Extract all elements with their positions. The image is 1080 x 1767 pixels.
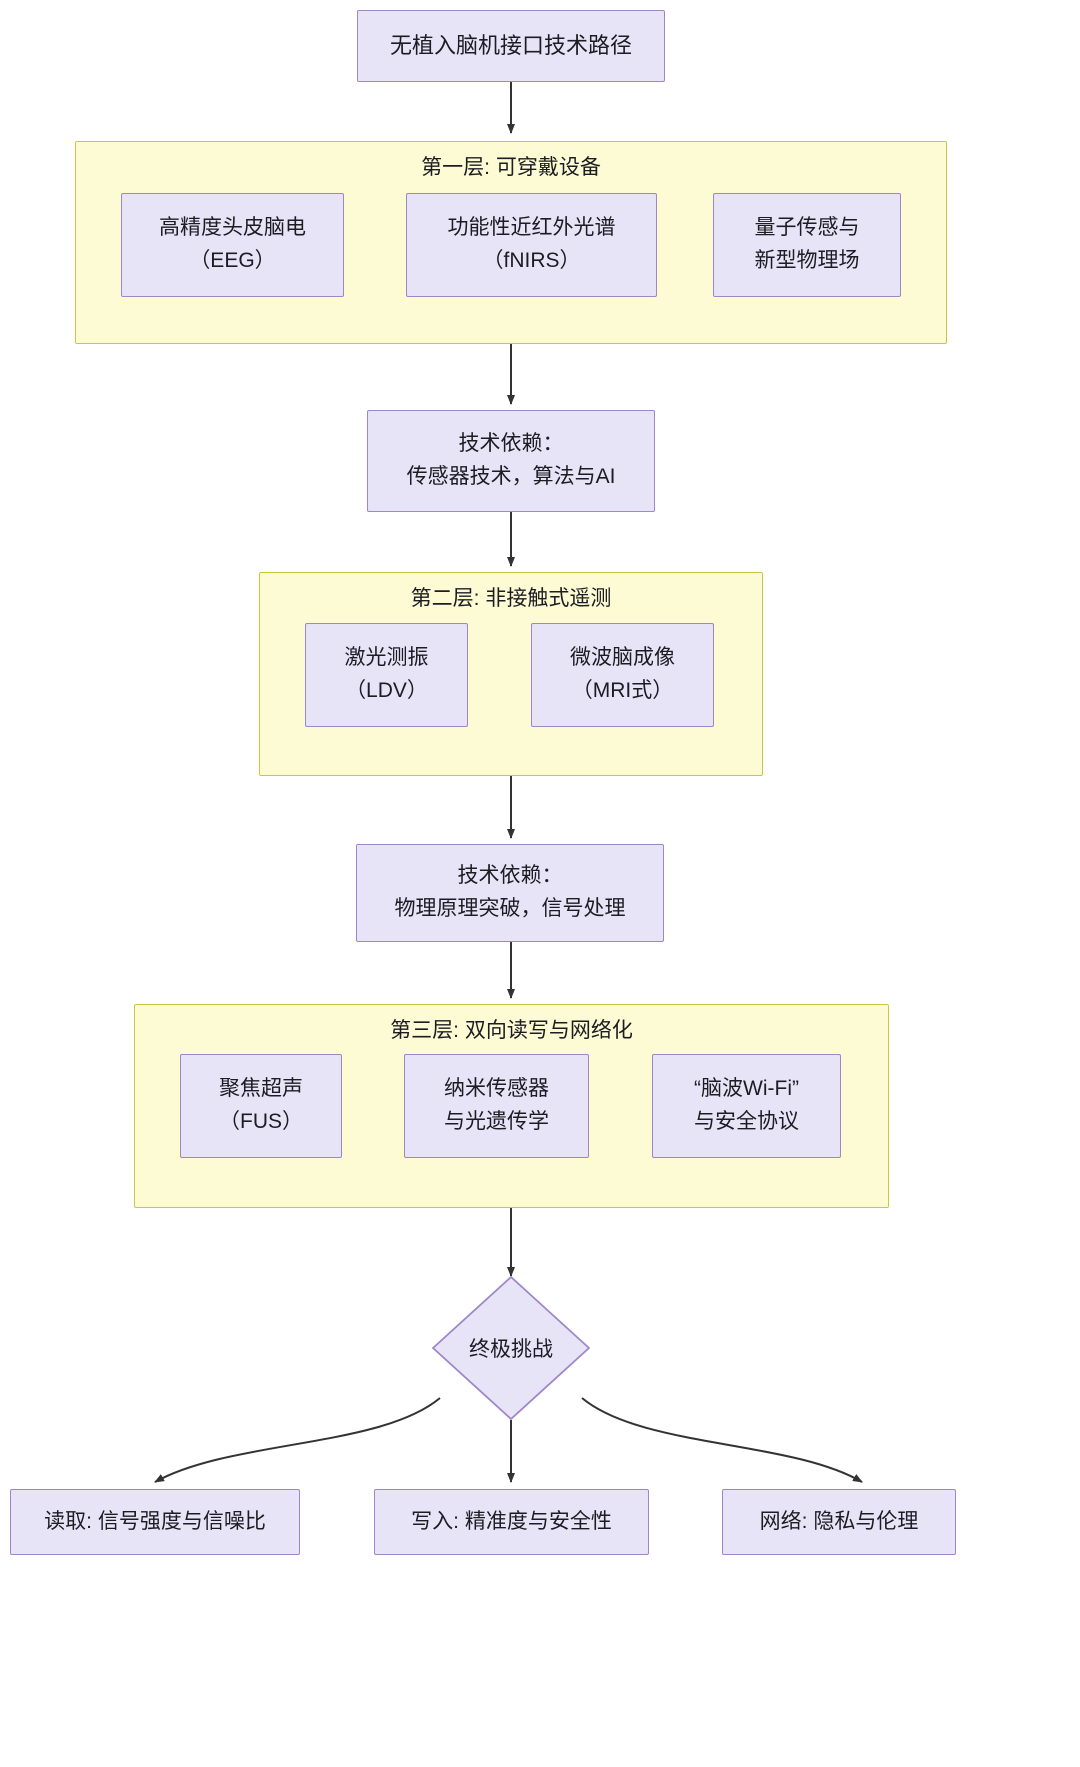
- layer3-node-nano-optogenetics[interactable]: 纳米传感器 与光遗传学: [404, 1054, 589, 1158]
- dependency-node-1-line1: 技术依赖：: [458, 432, 564, 456]
- challenge-diamond-label: 终极挑战: [469, 1338, 553, 1361]
- layer3-node-fus[interactable]: 聚焦超声 （FUS）: [180, 1054, 342, 1158]
- edge-challenge-to-outcome-read: [154, 1397, 441, 1483]
- layer2-node-ldv[interactable]: 激光测振 （LDV）: [305, 623, 468, 727]
- outcome-node-network[interactable]: 网络: 隐私与伦理: [722, 1489, 956, 1555]
- layer1-node-fnirs-line1: 功能性近红外光谱: [447, 216, 616, 240]
- challenge-diamond[interactable]: 终极挑战: [432, 1276, 590, 1420]
- layer1-node-fnirs-line2: （fNIRS）: [482, 249, 581, 272]
- dependency-node-2[interactable]: 技术依赖： 物理原理突破，信号处理: [356, 844, 664, 942]
- layer3-node-nano-optogenetics-line2: 与光遗传学: [444, 1110, 549, 1133]
- cluster-layer1-title: 第一层: 可穿戴设备: [421, 156, 601, 179]
- dependency-node-2-line2: 物理原理突破，信号处理: [394, 897, 626, 920]
- layer1-node-eeg-line1: 高精度头皮脑电: [159, 216, 306, 240]
- layer3-node-brainwave-wifi[interactable]: “脑波Wi-Fi” 与安全协议: [652, 1054, 841, 1158]
- layer1-node-quantum-sensing-line1: 量子传感与: [754, 216, 860, 240]
- layer1-node-eeg-line2: （EEG）: [189, 249, 276, 272]
- layer1-node-quantum-sensing[interactable]: 量子传感与 新型物理场: [713, 193, 901, 297]
- layer2-node-ldv-line2: （LDV）: [345, 679, 428, 702]
- outcome-node-write[interactable]: 写入: 精准度与安全性: [374, 1489, 649, 1555]
- outcome-node-read[interactable]: 读取: 信号强度与信噪比: [10, 1489, 300, 1555]
- edge-challenge-to-outcome-network: [581, 1397, 863, 1483]
- cluster-layer2-title: 第二层: 非接触式遥测: [410, 587, 612, 610]
- layer3-node-fus-line1: 聚焦超声: [219, 1077, 303, 1101]
- root-node-label: 无植入脑机接口技术路径: [389, 32, 632, 58]
- dependency-node-1[interactable]: 技术依赖： 传感器技术，算法与AI: [367, 410, 655, 512]
- layer3-node-nano-optogenetics-line1: 纳米传感器: [444, 1077, 549, 1101]
- root-node[interactable]: 无植入脑机接口技术路径: [357, 10, 665, 82]
- layer1-node-fnirs[interactable]: 功能性近红外光谱 （fNIRS）: [406, 193, 657, 297]
- dependency-node-1-line2: 传感器技术，算法与AI: [406, 465, 616, 488]
- layer2-node-microwave-imaging-line2: （MRI式）: [571, 679, 674, 702]
- dependency-node-2-line1: 技术依赖：: [457, 864, 563, 888]
- outcome-node-read-label: 读取: 信号强度与信噪比: [44, 1509, 266, 1533]
- layer2-node-microwave-imaging[interactable]: 微波脑成像 （MRI式）: [531, 623, 714, 727]
- layer3-node-brainwave-wifi-line1: “脑波Wi-Fi”: [694, 1077, 799, 1101]
- layer2-node-microwave-imaging-line1: 微波脑成像: [570, 646, 675, 670]
- layer2-node-ldv-line1: 激光测振: [344, 646, 429, 670]
- layer1-node-quantum-sensing-line2: 新型物理场: [754, 249, 860, 272]
- diamond-shape-icon: [432, 1276, 590, 1420]
- layer3-node-fus-line2: （FUS）: [219, 1110, 303, 1133]
- outcome-node-network-label: 网络: 隐私与伦理: [759, 1509, 919, 1533]
- layer3-node-brainwave-wifi-line2: 与安全协议: [694, 1110, 799, 1133]
- cluster-layer3-title: 第三层: 双向读写与网络化: [390, 1019, 633, 1042]
- layer1-node-eeg[interactable]: 高精度头皮脑电 （EEG）: [121, 193, 344, 297]
- outcome-node-write-label: 写入: 精准度与安全性: [411, 1509, 612, 1533]
